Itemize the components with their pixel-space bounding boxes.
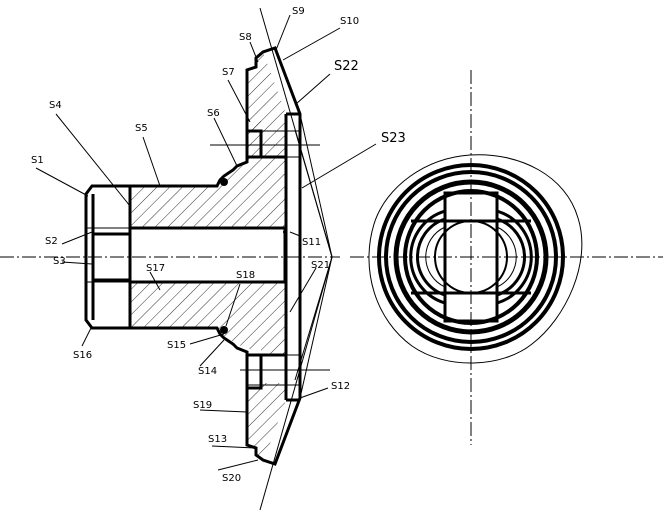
label-s22: S22 [334, 59, 359, 74]
inner-arc-right-3 [496, 226, 517, 288]
label-s20: S20 [222, 473, 241, 484]
cone-line-4 [299, 256, 333, 399]
cone-line-3 [299, 113, 333, 258]
label-s4: S4 [49, 100, 62, 111]
label-s1: S1 [31, 155, 44, 166]
ring-outer [377, 163, 565, 351]
upper-sleeve-outline [130, 131, 249, 188]
label-s8: S8 [239, 32, 252, 43]
cone-line-5 [294, 129, 333, 258]
label-s21: S21 [311, 260, 330, 271]
weld-dot-upper [220, 178, 228, 186]
weld-dot-s11 [283, 230, 287, 234]
label-s18: S18 [236, 270, 255, 281]
label-s7: S7 [222, 67, 235, 78]
inner-arc-left-3 [425, 226, 446, 288]
label-s15: S15 [167, 340, 186, 351]
end-view [350, 70, 663, 445]
hatched-regions [130, 52, 286, 463]
label-s14: S14 [198, 366, 217, 377]
label-s5: S5 [135, 123, 148, 134]
inner-arc-left-2 [409, 209, 446, 305]
label-s11: S11 [302, 237, 321, 248]
label-s13: S13 [208, 434, 227, 445]
label-s12: S12 [331, 381, 350, 392]
ring-3 [393, 179, 549, 335]
label-s9: S9 [292, 6, 305, 17]
label-s17: S17 [146, 263, 165, 274]
bore-circle [434, 220, 508, 294]
inner-arc-left-1 [415, 217, 446, 297]
section-view [0, 7, 340, 511]
cone-line-2 [259, 256, 333, 511]
callout-labels: S1 S2 S3 S4 S5 S6 S7 S8 S9 S10 S11 S12 S… [31, 6, 406, 484]
ring-4 [403, 189, 539, 325]
inner-arc-right-1 [496, 217, 527, 297]
cone-lines [259, 7, 333, 511]
upper-body-hatch [130, 120, 285, 228]
lower-sleeve-outline [130, 326, 249, 388]
label-s6: S6 [207, 108, 220, 119]
ring-2 [384, 170, 558, 344]
upper-flange-outline [245, 46, 302, 466]
lower-flange-hatch [247, 383, 286, 463]
cone-line-6 [294, 256, 333, 381]
outer-profile [368, 154, 583, 364]
leader-lines [35, 14, 377, 471]
label-s2: S2 [45, 236, 58, 247]
label-s10: S10 [340, 16, 359, 27]
hole-lines [210, 130, 330, 386]
label-s3: S3 [53, 256, 66, 267]
label-s19: S19 [193, 400, 212, 411]
lower-body-hatch [130, 282, 285, 355]
hex-head-outline [84, 184, 130, 330]
part-outline [84, 46, 302, 466]
label-s23: S23 [381, 131, 406, 146]
cone-edge-lower [274, 397, 301, 465]
cone-edge-upper [274, 47, 301, 115]
weld-dot-lower [220, 326, 228, 334]
label-s16: S16 [73, 350, 92, 361]
inner-slot-block [443, 191, 499, 323]
inner-arc-right-2 [496, 209, 533, 305]
